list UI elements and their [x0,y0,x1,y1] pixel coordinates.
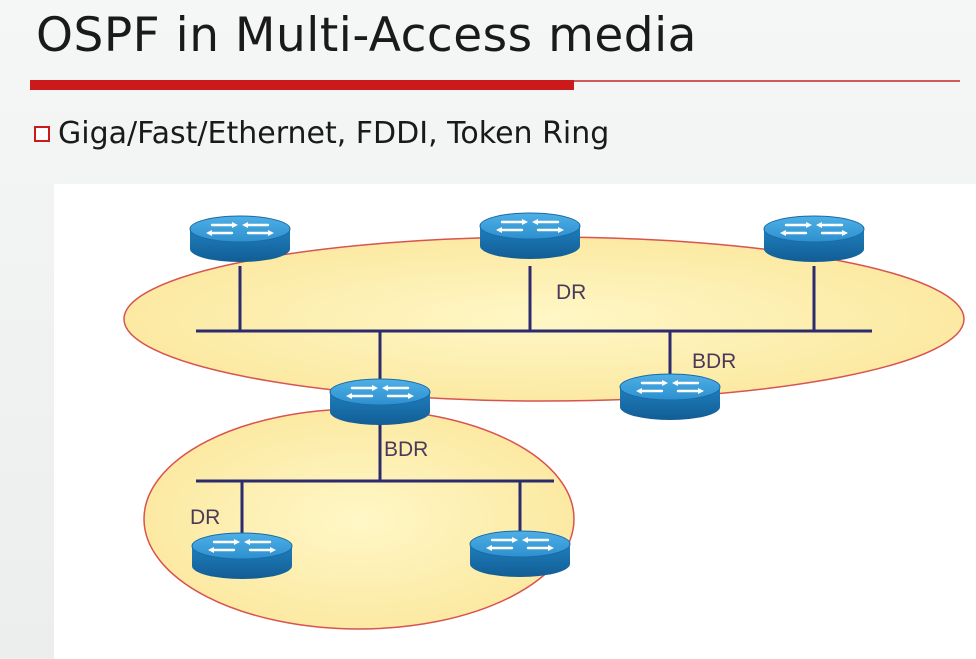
label-bdr-right: BDR [692,350,736,373]
bullet-square-icon [34,125,50,142]
title-underline-thin [574,80,960,82]
bullet-text: Giga/Fast/Ethernet, FDDI, Token Ring [58,116,610,151]
router-icon [190,531,294,581]
router-icon [468,529,572,579]
network-diagram: DR BDR BDR DR [54,184,976,659]
slide-title: OSPF in Multi-Access media [36,8,697,63]
label-bdr-center: BDR [384,438,428,461]
title-underline-thick [30,80,574,90]
bullet-item: Giga/Fast/Ethernet, FDDI, Token Ring [34,116,609,151]
router-icon [478,211,582,261]
network-diagram-svg: DR BDR BDR DR [123,211,965,630]
router-icon [762,214,866,264]
router-icon [618,372,722,422]
label-dr-top: DR [556,281,586,304]
router-icon [188,214,292,264]
label-dr-bottom: DR [190,506,220,529]
router-icon [328,377,432,427]
